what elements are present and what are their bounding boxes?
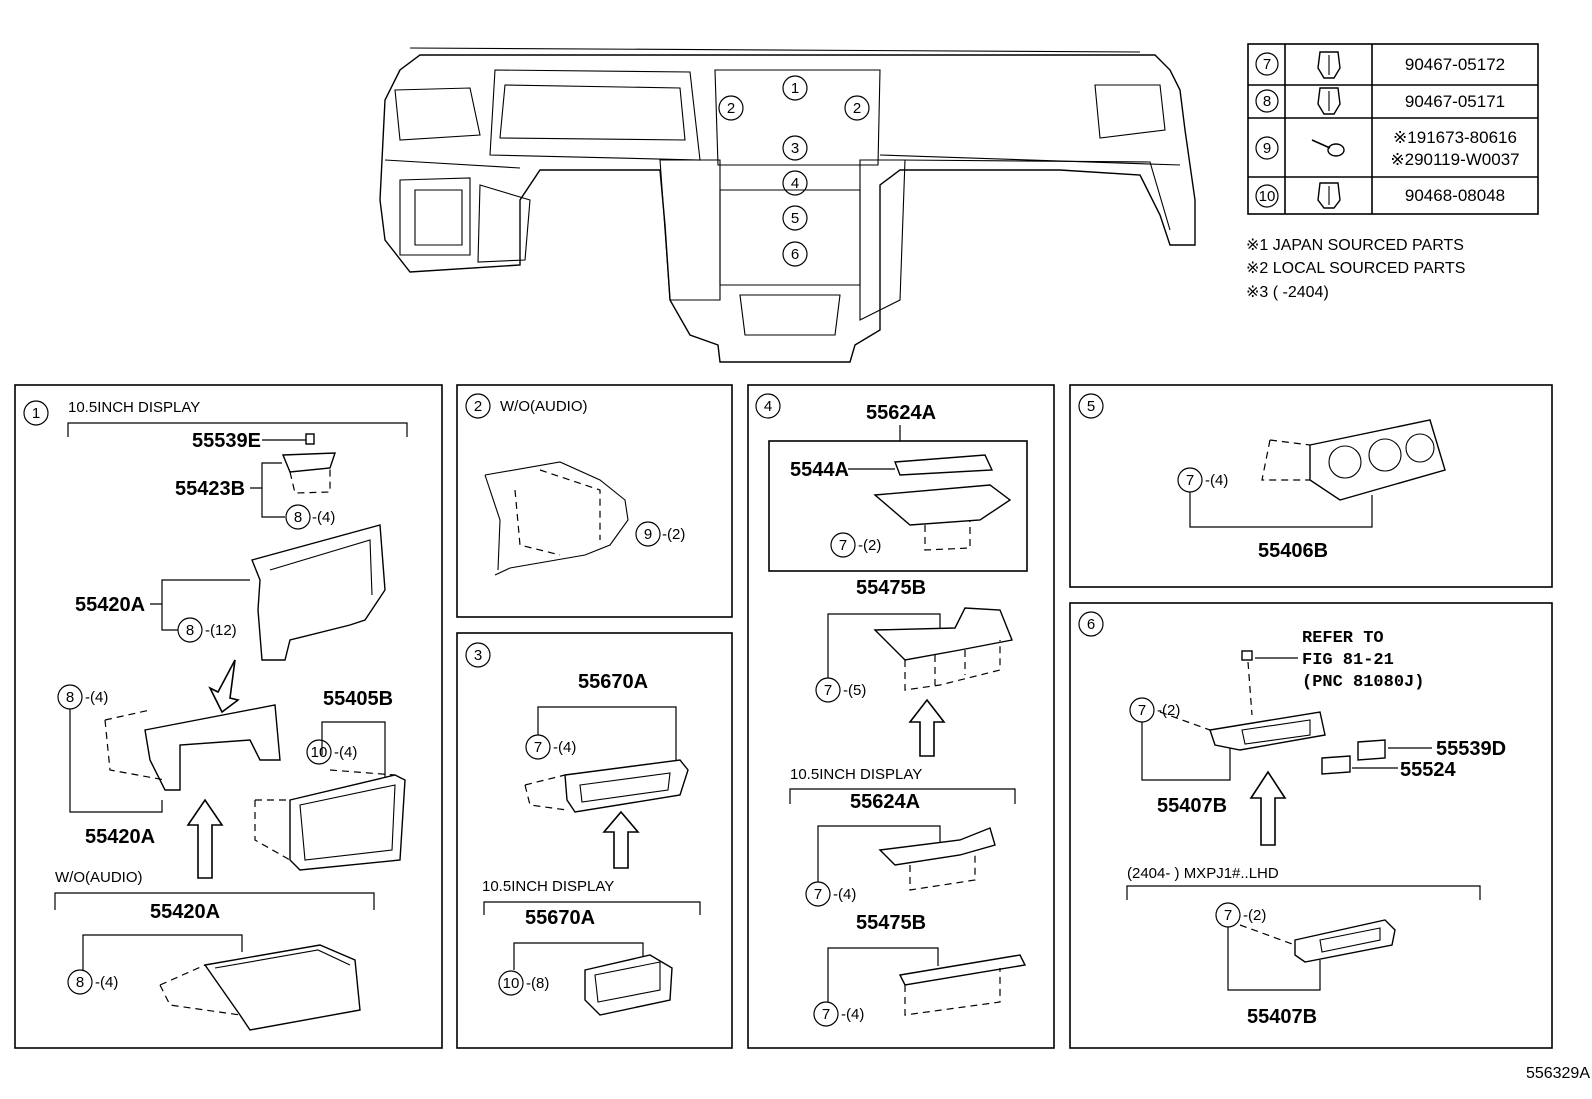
panel-5: 5 7 -(4) 55406B: [1069, 384, 1553, 588]
qty: -(2): [1243, 907, 1266, 924]
panel-6-heading: (2404- ) MXPJ1#..LHD: [1127, 865, 1279, 882]
clip-icon: [1317, 182, 1341, 209]
notes: ※1 JAPAN SOURCED PARTS ※2 LOCAL SOURCED …: [1246, 237, 1465, 301]
clip-callout-7: 7: [1138, 702, 1146, 719]
panel-1-heading-2: W/O(AUDIO): [55, 869, 143, 886]
part-55420A-bot: 55420A: [150, 901, 220, 923]
clip-callout-8: 8: [76, 974, 84, 991]
qty: -(4): [841, 1006, 864, 1023]
clip-callout-10: 10: [311, 744, 328, 761]
note-2: ※2 LOCAL SOURCED PARTS: [1246, 260, 1465, 277]
qty: -(8): [526, 975, 549, 992]
panel-2-heading: W/O(AUDIO): [500, 398, 588, 415]
panel-1-heading: 10.5INCH DISPLAY: [68, 399, 200, 416]
clip-callout-7: 7: [822, 1006, 830, 1023]
screw-callout-9: 9: [644, 526, 652, 543]
overview-callouts: 1 2 2 3 4 5 6: [718, 75, 870, 267]
clip-callout-7: 7: [534, 739, 542, 756]
qty: -(4): [833, 886, 856, 903]
overview-callout-4: 4: [791, 175, 799, 192]
clip-callout-7: 7: [1224, 907, 1232, 924]
qty: -(4): [85, 689, 108, 706]
part-55539E: 55539E: [192, 430, 261, 452]
panel-3-number: 3: [474, 647, 482, 664]
qty: -(12): [205, 622, 237, 639]
panel-3: 3 55670A 7 -(4) 10.5INCH DISPLAY 55670A …: [456, 632, 733, 1049]
panel-4-number: 4: [764, 398, 772, 415]
overview-callout-5: 5: [791, 210, 799, 227]
part-55670A-top: 55670A: [578, 671, 648, 693]
part-55407B-top: 55407B: [1157, 795, 1227, 817]
panel-2: 2 W/O(AUDIO) 9 -(2): [456, 384, 733, 618]
part-55423B: 55423B: [175, 478, 245, 500]
overview-callout-3: 3: [791, 140, 799, 157]
dashboard-overview: [379, 47, 1196, 363]
qty: -(2): [1157, 702, 1180, 719]
clip-icon: [1317, 51, 1341, 79]
part-55524: 55524: [1400, 759, 1456, 781]
overview-callout-1: 1: [791, 80, 799, 97]
table-ref-9: 9: [1263, 140, 1271, 157]
panel-6: 6 REFER TO FIG 81-21 (PNC 81080J) 7 -(2)…: [1069, 602, 1553, 1049]
table-part-9a: ※191673-80616: [1393, 128, 1517, 147]
clip-icon: [1317, 87, 1341, 115]
note-1: ※1 JAPAN SOURCED PARTS: [1246, 237, 1464, 254]
qty: -(4): [1205, 472, 1228, 489]
table-ref-7: 7: [1263, 56, 1271, 73]
panel-6-number: 6: [1087, 616, 1095, 633]
panel-3-heading: 10.5INCH DISPLAY: [482, 878, 614, 895]
panel-4: 4 55624A 5544A 7 -(2) 55475B 7 -(5) 10.5…: [747, 384, 1055, 1049]
clip-callout-7: 7: [814, 886, 822, 903]
part-55405B: 55405B: [323, 688, 393, 710]
part-55475B-bot: 55475B: [856, 912, 926, 934]
clip-callout-8: 8: [186, 622, 194, 639]
panel-5-number: 5: [1087, 398, 1095, 415]
part-55624A-bot: 55624A: [850, 791, 920, 813]
panel-4-heading: 10.5INCH DISPLAY: [790, 766, 922, 783]
panel-1-number: 1: [32, 405, 40, 422]
part-55475B-top: 55475B: [856, 577, 926, 599]
clip-callout-7: 7: [824, 682, 832, 699]
qty: -(5): [843, 682, 866, 699]
panel-2-number: 2: [474, 398, 482, 415]
refer-text-3: (PNC 81080J): [1302, 673, 1424, 692]
table-part-8: 90467-05171: [1405, 92, 1505, 111]
diagram-id: 556329A: [1526, 1065, 1590, 1082]
table-part-10: 90468-08048: [1405, 186, 1505, 205]
screw-icon: [1311, 139, 1345, 157]
part-55407B-bot: 55407B: [1247, 1006, 1317, 1028]
clip-callout-10: 10: [503, 975, 520, 992]
clip-callout-7: 7: [839, 537, 847, 554]
qty: -(4): [312, 509, 335, 526]
table-part-7: 90467-05172: [1405, 55, 1505, 74]
clip-callout-8: 8: [294, 509, 302, 526]
note-3: ※3 ( -2404): [1246, 284, 1329, 301]
part-55624A-top: 55624A: [866, 402, 936, 424]
qty: -(4): [553, 739, 576, 756]
table-ref-8: 8: [1263, 93, 1271, 110]
qty: -(4): [95, 974, 118, 991]
panel-1: 1 10.5INCH DISPLAY 55539E 55423B 8 -(4) …: [14, 384, 443, 1049]
part-55420A-mid: 55420A: [85, 826, 155, 848]
clip-callout-7: 7: [1186, 472, 1194, 489]
part-5544A: 5544A: [790, 459, 849, 481]
qty: -(2): [662, 526, 685, 543]
qty: -(2): [858, 537, 881, 554]
fastener-table: 7 8 9 10 90467-05172 90467-05171 ※191673…: [1247, 43, 1539, 215]
table-ref-10: 10: [1259, 188, 1276, 205]
qty: -(4): [334, 744, 357, 761]
refer-text-1: REFER TO: [1302, 629, 1384, 648]
overview-callout-6: 6: [791, 246, 799, 263]
refer-text-2: FIG 81-21: [1302, 651, 1394, 670]
part-55420A-top: 55420A: [75, 594, 145, 616]
clip-callout-8: 8: [66, 689, 74, 706]
overview-callout-2a: 2: [727, 100, 735, 117]
part-55539D: 55539D: [1436, 738, 1506, 760]
table-part-9b: ※290119-W0037: [1390, 150, 1519, 169]
part-55406B: 55406B: [1258, 540, 1328, 562]
part-55670A-bot: 55670A: [525, 907, 595, 929]
overview-callout-2b: 2: [853, 100, 861, 117]
